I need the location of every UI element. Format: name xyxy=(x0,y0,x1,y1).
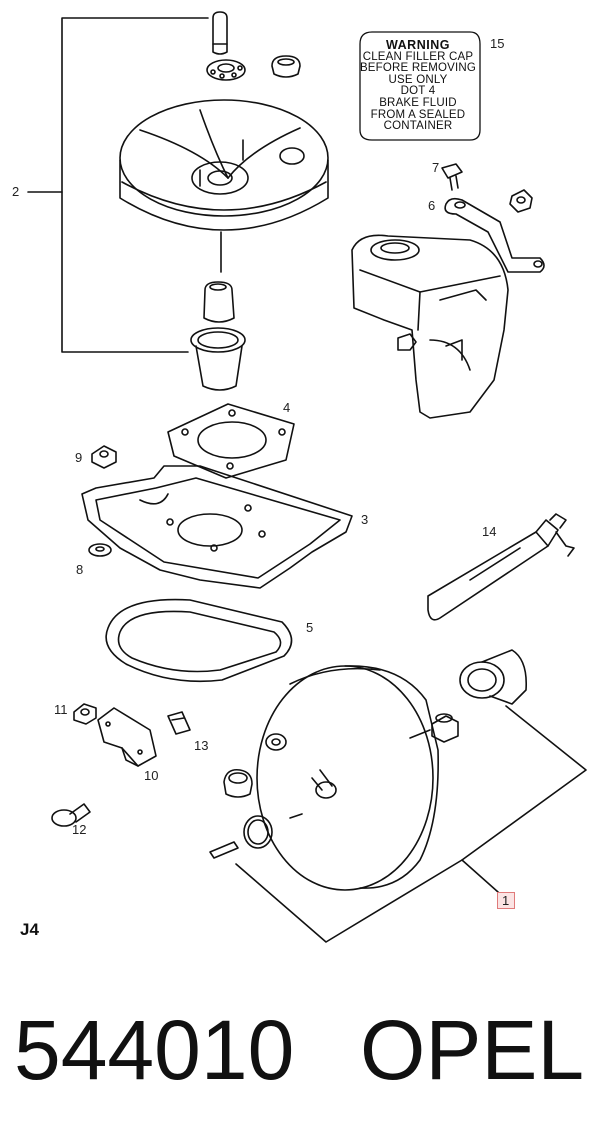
warning-line: DOT 4 xyxy=(400,85,436,98)
pin-12 xyxy=(51,803,91,827)
warning-line: USE ONLY xyxy=(388,73,448,86)
callout-14: 14 xyxy=(482,524,497,539)
washer-bearing xyxy=(206,59,246,81)
warning-line: CONTAINER xyxy=(383,120,453,133)
gasket-4 xyxy=(167,403,295,479)
callout-13: 13 xyxy=(194,738,209,753)
nut-11 xyxy=(73,703,97,725)
grommet-left xyxy=(223,768,253,798)
warning-label-text: WARNING CLEAN FILLER CAP BEFORE REMOVING… xyxy=(357,38,479,133)
warning-line: CLEAN FILLER CAP xyxy=(362,50,474,63)
clip-13 xyxy=(167,711,191,735)
o-ring xyxy=(243,815,273,849)
callout-11: 11 xyxy=(54,702,68,717)
gasket-5 xyxy=(105,598,293,683)
callout-7: 7 xyxy=(432,160,440,175)
callout-1: 1 xyxy=(502,893,510,908)
callout-9: 9 xyxy=(75,450,83,465)
leader-lines-item-1 xyxy=(235,705,587,943)
callout-12: 12 xyxy=(72,822,87,837)
bolt-7 xyxy=(441,163,463,191)
callout-2: 2 xyxy=(12,184,20,199)
booster-boot xyxy=(459,649,528,705)
nut-9 xyxy=(91,445,117,469)
part-number: 544010 xyxy=(14,1003,295,1097)
servo-housing-drum xyxy=(119,99,329,273)
seal-cup xyxy=(190,327,246,391)
nut-right xyxy=(509,189,533,213)
callout-4: 4 xyxy=(283,400,291,415)
pin-small xyxy=(209,841,239,859)
warning-line: BEFORE REMOVING xyxy=(359,62,477,75)
exploded-parts-diagram xyxy=(27,11,587,943)
clevis-10 xyxy=(97,707,157,767)
rubber-grommet xyxy=(271,55,301,78)
bracket-6 xyxy=(444,197,545,273)
callout-3: 3 xyxy=(361,512,369,527)
warning-title: WARNING xyxy=(386,38,450,52)
callout-15: 15 xyxy=(490,36,505,51)
callout-1-highlight[interactable]: 1 xyxy=(497,892,515,909)
callout-6: 6 xyxy=(428,198,436,213)
callout-10: 10 xyxy=(144,768,159,783)
callout-8: 8 xyxy=(76,562,84,577)
warning-line: FROM A SEALED xyxy=(370,108,466,121)
warning-label-plate xyxy=(359,31,481,141)
brake-booster-1 xyxy=(256,665,459,891)
callout-5: 5 xyxy=(306,620,314,635)
bracket-lines-item-2 xyxy=(27,17,209,353)
washer-8 xyxy=(88,543,112,557)
mounting-plate-3 xyxy=(81,465,353,589)
grease-tube-14 xyxy=(427,513,575,621)
warning-line: BRAKE FLUID xyxy=(379,96,457,109)
sheet-code: J4 xyxy=(20,920,39,939)
master-cylinder-reservoir xyxy=(351,234,509,419)
brand-name: OPEL xyxy=(360,1003,585,1097)
rubber-boot xyxy=(203,281,235,323)
pushrod-pin xyxy=(212,11,228,55)
